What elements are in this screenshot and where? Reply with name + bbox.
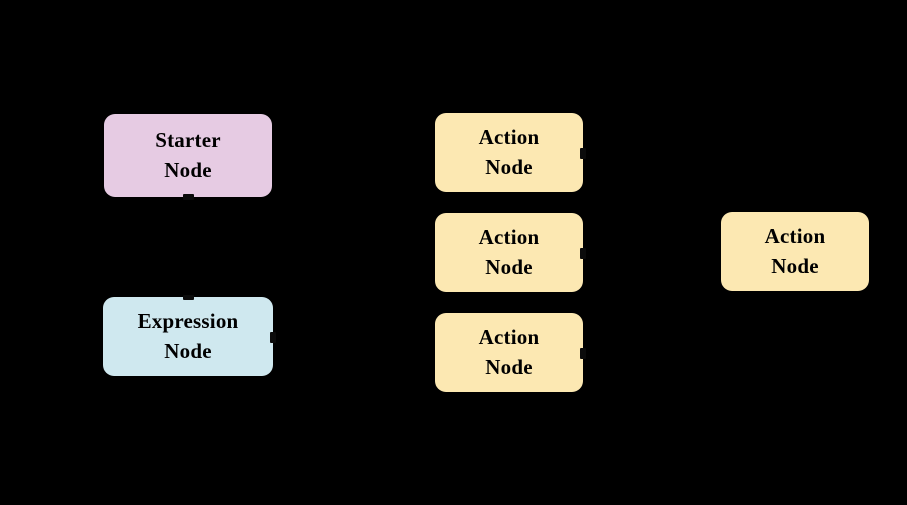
connector-nub-right-icon bbox=[580, 247, 586, 259]
node-starter-node[interactable]: Starter Node bbox=[104, 114, 272, 200]
node-label-line1: Action bbox=[478, 124, 540, 149]
node-label-line1: Starter bbox=[155, 127, 221, 152]
node-action-node-1[interactable]: Action Node bbox=[435, 113, 586, 192]
node-expression-node[interactable]: Expression Node bbox=[103, 295, 276, 376]
node-label-line2: Node bbox=[771, 253, 819, 278]
node-label-line2: Node bbox=[485, 254, 533, 279]
node-action-node-2[interactable]: Action Node bbox=[435, 213, 586, 292]
node-action-node-4[interactable]: Action Node bbox=[721, 212, 869, 291]
edge-expression-to-action-2 bbox=[273, 251, 435, 337]
edge-action-3-to-action-4 bbox=[583, 251, 721, 353]
connector-nub-bottom-icon bbox=[183, 194, 194, 200]
node-action-node-3[interactable]: Action Node bbox=[435, 313, 586, 392]
node-label-line2: Node bbox=[164, 338, 212, 363]
node-label-line2: Node bbox=[485, 354, 533, 379]
node-label-line2: Node bbox=[164, 157, 212, 182]
connector-nub-right-icon bbox=[580, 347, 586, 359]
node-label-line1: Action bbox=[478, 224, 540, 249]
connector-nub-right-icon bbox=[580, 147, 586, 159]
edge-action-1-to-action-4 bbox=[583, 151, 721, 253]
node-label-line1: Action bbox=[478, 324, 540, 349]
node-label-line1: Expression bbox=[137, 308, 239, 333]
connector-nub-top-icon bbox=[183, 295, 194, 300]
edge-starter-to-action-1 bbox=[187, 197, 435, 253]
node-label-line2: Node bbox=[485, 154, 533, 179]
connector-nub-right-icon bbox=[270, 331, 276, 343]
node-label-line1: Action bbox=[764, 223, 826, 248]
